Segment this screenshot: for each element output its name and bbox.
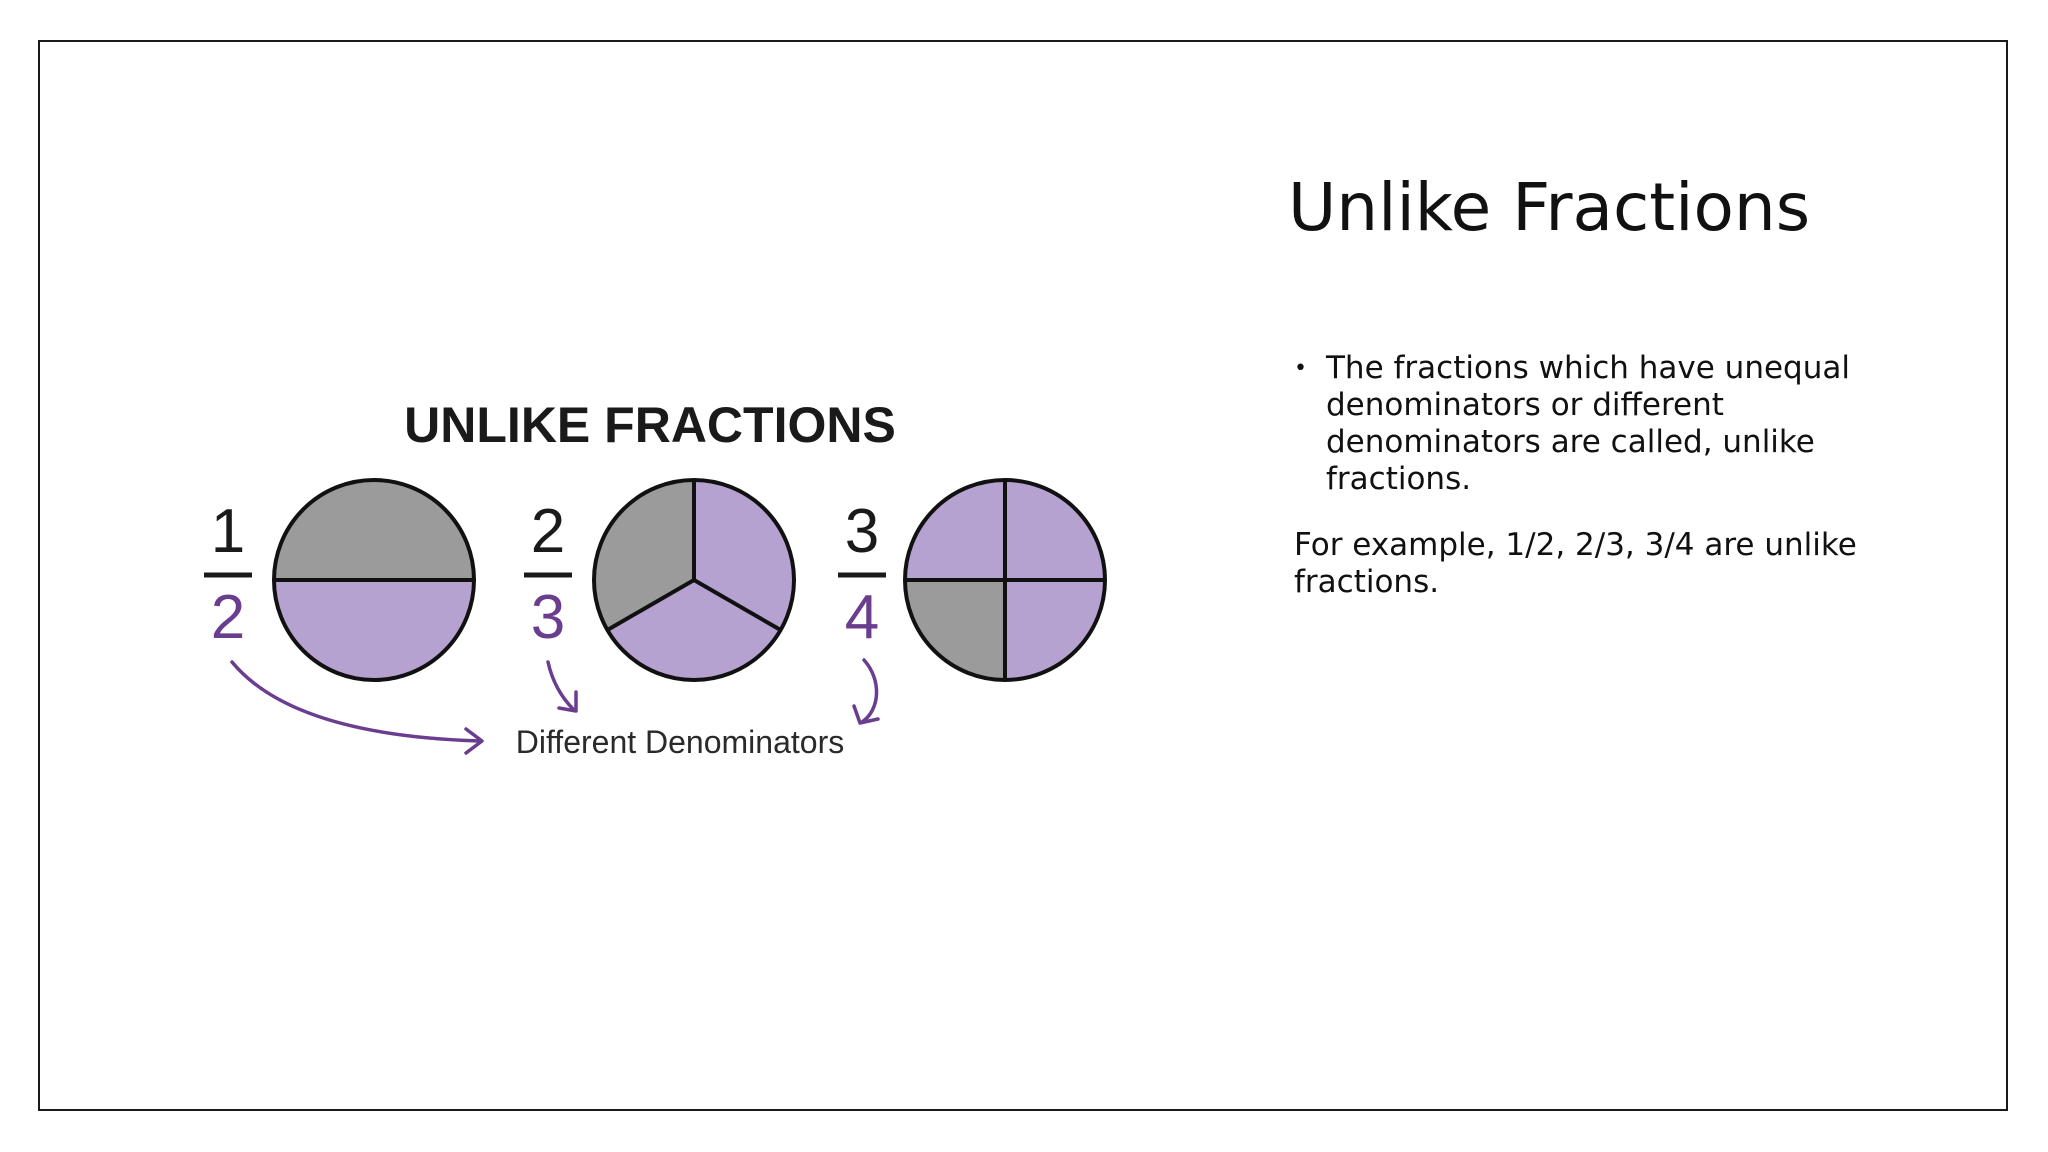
fraction-3-slice-bottom-left — [905, 580, 1005, 680]
fraction-3-slice-top-right — [1005, 480, 1105, 580]
fraction-3-circle — [903, 478, 1107, 682]
fraction-3-slice-top-left — [905, 480, 1005, 580]
arrow-from-quarters — [860, 658, 879, 724]
arrow-from-thirds-head — [557, 690, 578, 713]
fraction-2-numerator: 2 — [531, 497, 565, 566]
slide-frame — [38, 40, 2008, 1111]
arrow-from-thirds — [546, 660, 576, 712]
fraction-1-denominator: 2 — [211, 583, 245, 652]
bullet-text: The fractions which have unequal denomin… — [1326, 350, 1850, 497]
fraction-three-quarters: 3 4 — [838, 478, 1107, 682]
fraction-1-numerator: 1 — [211, 497, 245, 566]
fraction-one-half: 1 2 — [204, 478, 476, 682]
bullet-list: • The fractions which have unequal denom… — [1294, 350, 1914, 498]
arrow-from-half — [230, 660, 482, 743]
fraction-3-denominator: 4 — [845, 583, 879, 652]
slide-title: Unlike Fractions — [1288, 169, 1811, 246]
fraction-two-thirds: 2 3 — [524, 478, 796, 682]
fractions-illustration: UNLIKE FRACTIONS 1 2 2 3 — [204, 397, 1107, 760]
fraction-1-circle — [272, 478, 476, 682]
example-paragraph: For example, 1/2, 2/3, 3/4 are unlike fr… — [1294, 527, 1857, 600]
fraction-3-slice-bottom-right — [1005, 580, 1105, 680]
list-item: • The fractions which have unequal denom… — [1294, 350, 1914, 498]
fraction-3-numerator: 3 — [845, 497, 879, 566]
fraction-2-denominator: 3 — [531, 583, 565, 652]
figure-caption: Different Denominators — [516, 724, 844, 760]
fraction-2-circle — [592, 478, 796, 682]
fraction-2-divider-left — [606, 578, 696, 632]
fraction-1-slice-top — [274, 480, 474, 580]
fraction-1-slice-bottom — [274, 580, 474, 680]
bullet-marker: • — [1294, 356, 1307, 381]
unlike-fractions-figure: UNLIKE FRACTIONS 1 2 2 3 — [190, 380, 1150, 780]
fraction-2-slice-bottom — [607, 580, 781, 680]
arrow-from-half-head — [464, 727, 484, 755]
denominator-arrows — [230, 658, 880, 755]
fraction-2-divider-right — [692, 578, 782, 632]
figure-heading: UNLIKE FRACTIONS — [404, 397, 896, 453]
arrow-from-quarters-head — [852, 704, 880, 725]
